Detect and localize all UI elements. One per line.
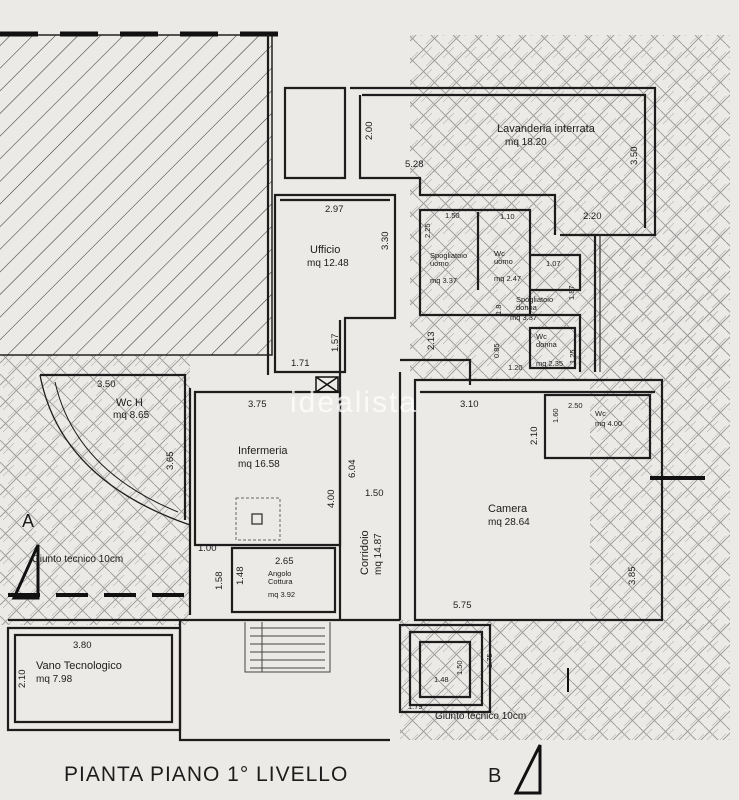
- section-mark-b: B: [488, 765, 502, 787]
- dim-3-30: 3.30: [380, 231, 391, 251]
- dim-3-85: 3.85: [627, 566, 638, 586]
- dim-5-28: 5.28: [405, 159, 424, 170]
- dim-1-50-a: 1.50: [445, 211, 460, 220]
- plan-title: PIANTA PIANO 1° LIVELLO: [64, 763, 349, 786]
- dim-1-57: 1.57: [330, 333, 341, 353]
- wc-camera-area: mq 4.00: [595, 419, 623, 428]
- camera-label: Camera: [488, 503, 528, 515]
- infermeria-area: mq 16.58: [238, 459, 280, 470]
- wc-uomo-label: Wc uomo: [494, 249, 513, 266]
- dim-2-10-a: 2.10: [529, 426, 540, 446]
- dim-2-97: 2.97: [325, 204, 344, 215]
- dim-1-00: 1.00: [198, 543, 217, 554]
- corridoio-area: mq 14.87: [373, 533, 384, 575]
- dim-2-65: 2.65: [275, 556, 294, 567]
- section-arrow-b: [513, 744, 542, 795]
- dim-1-10: 1.10: [500, 212, 515, 221]
- giunto-tecnico-bottom: Giunto tecnico 10cm: [435, 711, 527, 722]
- vano-tecnologico-label: Vano Tecnologico: [36, 660, 122, 672]
- corridoio-label: Corridoio: [359, 530, 371, 575]
- wc-uomo-area: mq 2.47: [494, 274, 522, 283]
- section-arrow-a: [11, 544, 40, 600]
- dim-1-50-c: 1.50: [455, 660, 464, 675]
- hatched-area: [0, 35, 272, 355]
- dim-2-00: 2.00: [364, 121, 375, 141]
- dim-2-10-b: 2.10: [17, 669, 28, 689]
- section-mark-a: A: [22, 511, 35, 531]
- wc-h-label: Wc H: [116, 397, 143, 409]
- camera-area: mq 28.64: [488, 517, 530, 528]
- lavanderia-label: Lavanderia interrata: [497, 123, 595, 135]
- dim-3-50-a: 3.50: [629, 146, 640, 166]
- dim-1-50-b: 1.50: [365, 488, 384, 499]
- dim-1-20: 1.20: [508, 363, 523, 372]
- dim-0-85: 0.85: [492, 343, 501, 358]
- dim-1-75: 1.75: [485, 653, 494, 668]
- dim-1-8: 1.8: [494, 304, 503, 315]
- spogliatoio-uomo-label: Spogliatoio uomo: [430, 251, 468, 268]
- dim-3-65: 3.65: [165, 451, 176, 471]
- vano-tecnologico-area: mq 7.98: [36, 674, 73, 685]
- staircase: [244, 622, 331, 673]
- dim-2-25: 2.25: [423, 223, 432, 238]
- dim-1-71: 1.71: [291, 358, 310, 369]
- dim-6-04: 6.04: [347, 459, 358, 479]
- dim-1-60: 1.60: [551, 408, 560, 423]
- ufficio-area: mq 12.48: [307, 258, 349, 269]
- dim-1-58: 1.58: [214, 571, 225, 591]
- dim-5-75: 5.75: [453, 600, 472, 611]
- dim-1-48-b: 1.48: [434, 675, 449, 684]
- dim-3-75: 3.75: [248, 399, 267, 410]
- ufficio-label: Ufficio: [310, 244, 341, 256]
- dim-1-07: 1.07: [546, 259, 561, 268]
- walls: [6, 35, 664, 742]
- paving-left: [0, 355, 190, 625]
- dim-1-48: 1.48: [235, 566, 246, 586]
- dim-4-00: 4.00: [326, 489, 337, 509]
- wc-donna-label: Wc donna: [536, 332, 557, 349]
- wc-h-area: mq 8.65: [113, 410, 150, 421]
- giunto-tecnico-left: Giunto tecnico 10cm: [32, 554, 124, 565]
- dim-3-80: 3.80: [73, 640, 92, 651]
- spogliatoio-donna-label: Spogliatoio donna: [516, 295, 554, 312]
- dim-1-87: 1.87: [567, 285, 576, 300]
- column-symbol: [315, 376, 339, 393]
- paving-bottom: [400, 620, 730, 740]
- dim-1-79: 1.79: [408, 702, 423, 711]
- spogliatoio-donna-area: mq 3.37: [510, 313, 538, 322]
- dim-2-50: 2.50: [568, 401, 583, 410]
- infermeria-fixture: [235, 497, 281, 541]
- dim-2-13: 2.13: [426, 331, 437, 351]
- dim-2-20: 2.20: [583, 211, 602, 222]
- dim-3-10: 3.10: [460, 399, 479, 410]
- paving-right: [590, 230, 730, 630]
- lavanderia-area: mq 18.20: [505, 137, 547, 148]
- spogliatoio-uomo-area: mq 3.37: [430, 276, 458, 285]
- infermeria-label: Infermeria: [238, 445, 288, 457]
- wc-camera-label: Wc: [595, 409, 606, 418]
- wc-donna-area: mq 2.35: [536, 359, 564, 368]
- dim-1-25: 1.25: [568, 349, 577, 364]
- angolo-cottura-label: Angolo Cottura: [268, 569, 293, 586]
- dim-3-50-b: 3.50: [97, 379, 116, 390]
- angolo-cottura-area: mq 3.92: [268, 590, 296, 599]
- watermark: idealista: [290, 386, 419, 419]
